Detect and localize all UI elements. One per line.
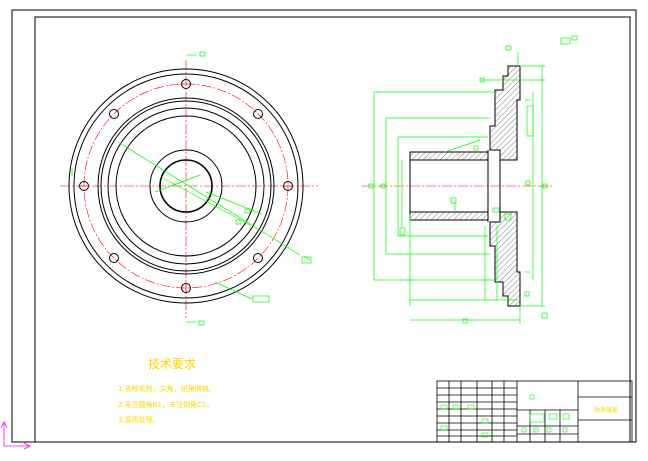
section-dimensions [373, 52, 545, 324]
note-line-2: 2.未注圆角R1，未注倒角C1。 [118, 400, 213, 409]
front-dimensions [71, 54, 311, 323]
note-line-3: 3.调质处理。 [118, 415, 160, 424]
section-annotation-marks [368, 35, 578, 324]
drawing-frame [11, 9, 637, 443]
front-view [60, 51, 318, 326]
center-lines [60, 60, 318, 318]
notes-title: 技术要求 [148, 357, 196, 371]
section-view [362, 35, 578, 324]
section-profile [409, 65, 521, 307]
note-line-1: 1.去除毛刺，尖角，锐角倒钝。 [118, 384, 216, 393]
front-annotation-marks [198, 51, 312, 326]
title-block: 轴承端盖 [436, 380, 633, 443]
title-block-part-name: 轴承端盖 [594, 406, 618, 414]
ucs-axis-icon [0, 421, 31, 450]
technical-notes: 技术要求 1.去除毛刺，尖角，锐角倒钝。 2.未注圆角R1，未注倒角C1。 3.… [118, 357, 216, 424]
flange-outline [68, 68, 304, 304]
